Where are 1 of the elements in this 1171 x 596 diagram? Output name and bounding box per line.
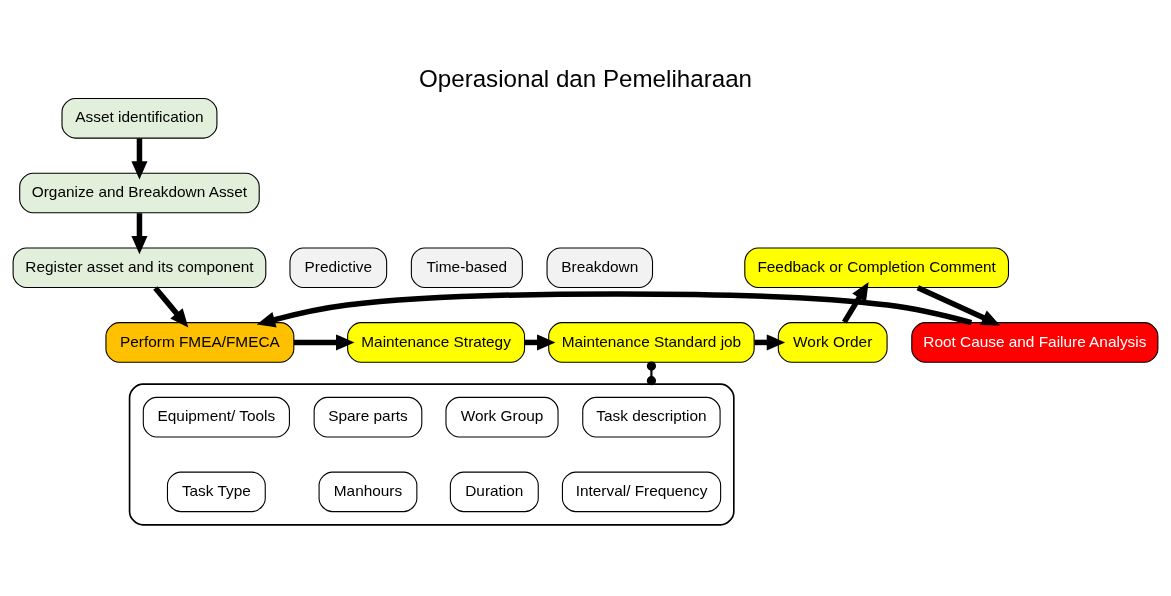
diagram-title: Operasional dan Pemeliharaan	[418, 64, 753, 92]
